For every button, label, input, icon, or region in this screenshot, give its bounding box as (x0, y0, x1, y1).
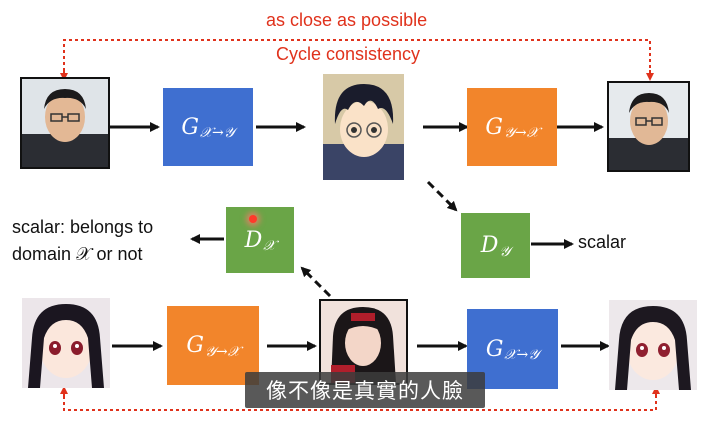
scalar-label-left: scalar: belongs to domain 𝒳 or not (12, 217, 154, 264)
scalar-label-right: scalar (578, 232, 627, 252)
title-as-close-as-possible: as close as possible (266, 10, 428, 30)
img-anime-reconstructed (609, 300, 697, 390)
img-real-face-reconstructed (607, 81, 690, 172)
title-cycle-consistency: Cycle consistency (276, 44, 421, 64)
laser-pointer-dot (249, 215, 257, 223)
cycle-line-top (63, 39, 651, 77)
img-anime-input (22, 298, 110, 388)
dashed-arrow-to-dx (300, 266, 332, 298)
img-anime-generated (323, 74, 404, 180)
img-real-face-input (20, 77, 110, 169)
video-subtitle: 像不像是真實的人臉 (245, 372, 485, 408)
dashed-arrow-to-dy (426, 180, 458, 212)
